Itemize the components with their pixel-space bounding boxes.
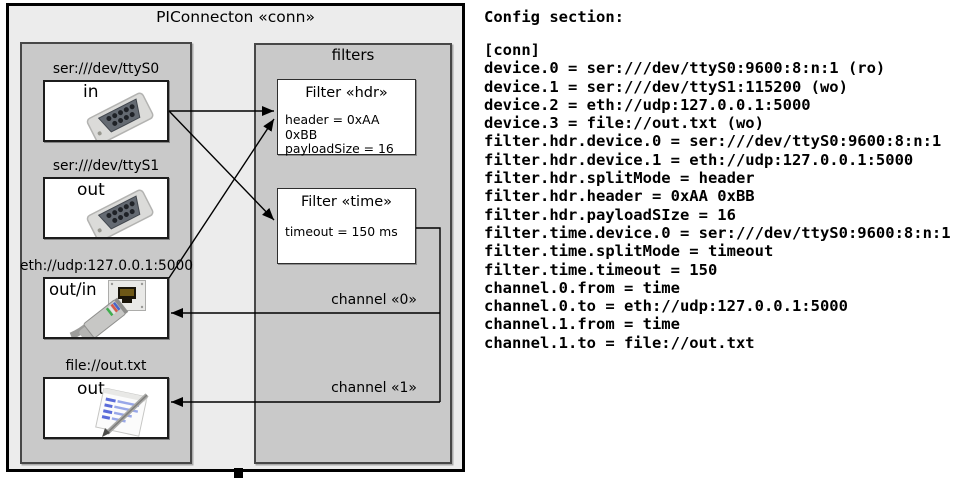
- filter-time-title: Filter «time»: [300, 194, 393, 210]
- config-section-heading: Config section:: [484, 8, 624, 26]
- filter-hdr-box: Filter «hdr» header = 0xAA 0xBB payloadS…: [277, 79, 416, 156]
- notepad-photo: [95, 388, 149, 437]
- device-2-port-label: out/in: [49, 280, 97, 299]
- filter-time-params: timeout = 150 ms: [285, 224, 398, 239]
- frame-bottom-tick: [234, 468, 243, 478]
- config-listing: [conn] device.0 = ser:///dev/ttyS0:9600:…: [484, 41, 951, 352]
- filter-hdr-params: header = 0xAA 0xBB payloadSize = 16: [285, 112, 394, 156]
- device-1-port-label: out: [77, 180, 105, 200]
- device-1-uri-label: ser:///dev/ttyS1: [52, 158, 160, 174]
- device-3-uri-label: file://out.txt: [65, 358, 147, 374]
- device-2-box: out/in: [43, 277, 169, 339]
- channel-0-label: channel «0»: [331, 292, 417, 308]
- ethernet-connector-photo: [69, 297, 129, 337]
- ethernet-port-icon: [108, 280, 146, 311]
- device-3-box: out: [43, 377, 169, 439]
- channel-1-label: channel «1»: [331, 380, 417, 396]
- device-0-box: in: [43, 80, 169, 142]
- filters-panel-title: filters: [331, 46, 375, 64]
- device-0-port-label: in: [83, 82, 99, 102]
- device-2-uri-label: eth://udp:127.0.0.1:5000: [20, 258, 194, 274]
- device-0-uri-label: ser:///dev/ttyS0: [52, 61, 160, 77]
- serial-connector-photo: [86, 189, 154, 237]
- filter-time-box: Filter «time» timeout = 150 ms: [277, 188, 416, 264]
- frame-title: PIConnecton «conn»: [156, 8, 315, 26]
- device-1-box: out: [43, 177, 169, 239]
- serial-connector-photo: [86, 92, 154, 140]
- filter-hdr-title: Filter «hdr»: [305, 85, 388, 101]
- device-3-port-label: out: [77, 379, 105, 399]
